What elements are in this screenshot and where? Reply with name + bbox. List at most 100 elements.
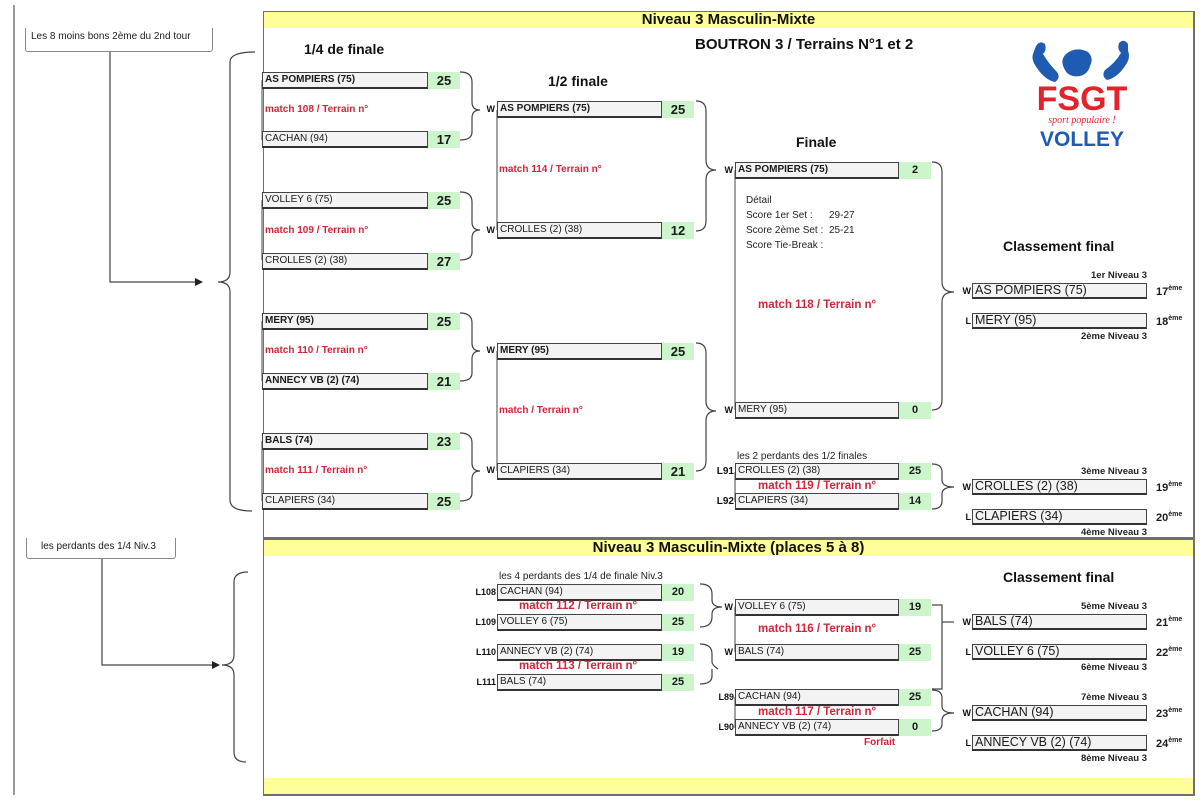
rank3-place: 19ème	[1156, 481, 1182, 494]
prank5-team[interactable]: BALS (74)	[972, 614, 1147, 630]
p5-match-label: match 116 / Terrain n°	[758, 623, 877, 635]
qf4-team1[interactable]: BALS (74)	[262, 433, 428, 450]
p5-team1[interactable]: VOLLEY 6 (75)	[735, 599, 899, 616]
final-team2[interactable]: MERY (95)	[735, 402, 899, 419]
rank2-mark: L	[965, 316, 972, 326]
sf1-mark2: W	[486, 225, 496, 235]
p7-team1[interactable]: CACHAN (94)	[735, 689, 899, 706]
placement-title: Niveau 3 Masculin-Mixte (places 5 à 8)	[264, 540, 1193, 556]
p1-match-label: match 112 / Terrain n°	[519, 600, 638, 612]
rank3-place-suffix: ème	[1168, 481, 1183, 488]
third-score2: 14	[899, 493, 931, 510]
final-match-label: match 118 / Terrain n°	[758, 299, 877, 311]
sf1-score1: 25	[662, 101, 694, 118]
rank2-place-number: 18	[1156, 316, 1169, 328]
rank1-team[interactable]: AS POMPIERS (75)	[972, 283, 1147, 299]
prank8-place-suffix: ème	[1168, 737, 1183, 744]
sf1-team1[interactable]: AS POMPIERS (75)	[497, 101, 662, 118]
main-bracket-panel: Niveau 3 Masculin-Mixte	[263, 11, 1195, 539]
qf1-team2[interactable]: CACHAN (94)	[262, 131, 428, 148]
third-score1: 25	[899, 463, 931, 480]
rank4-team[interactable]: CLAPIERS (34)	[972, 509, 1147, 525]
arrow-head-bottom	[212, 661, 220, 669]
third-team2[interactable]: CLAPIERS (34)	[735, 493, 899, 510]
final-tiebreak-label: Score Tie-Break :	[746, 240, 824, 251]
sf2-mark1: W	[486, 345, 496, 355]
heading-semifinal: 1/2 finale	[548, 73, 608, 89]
qf2-team1[interactable]: VOLLEY 6 (75)	[262, 192, 428, 209]
p7-mark1: L89	[718, 692, 734, 702]
placement-footer-bar	[264, 778, 1193, 794]
p2-score1: 19	[662, 644, 694, 661]
p1-team1[interactable]: CACHAN (94)	[497, 584, 662, 601]
main-title: Niveau 3 Masculin-Mixte	[264, 12, 1193, 28]
logo-figure-icon: FSGT sport populaire ! VOLLEY	[1032, 40, 1129, 151]
p7-forfait-note: Forfait	[864, 737, 896, 748]
p7-match-label: match 117 / Terrain n°	[758, 706, 877, 718]
third-team1[interactable]: CROLLES (2) (38)	[735, 463, 899, 480]
qf4-team2[interactable]: CLAPIERS (34)	[262, 493, 428, 510]
qf3-team2[interactable]: ANNECY VB (2) (74)	[262, 373, 428, 390]
prank6-place-suffix: ème	[1168, 646, 1183, 653]
prank6-place-number: 22	[1156, 647, 1169, 659]
p5-mark2: W	[724, 647, 734, 657]
rank2-place: 18ème	[1156, 315, 1182, 328]
p1-team2[interactable]: VOLLEY 6 (75)	[497, 614, 662, 631]
rank4-mark: L	[965, 512, 972, 522]
rank1-place-number: 17	[1156, 286, 1169, 298]
rank1-place-suffix: ème	[1168, 285, 1183, 292]
venue-heading: BOUTRON 3 / Terrains N°1 et 2	[695, 36, 914, 53]
p7-team2[interactable]: ANNECY VB (2) (74)	[735, 719, 899, 736]
heading-quarterfinal: 1/4 de finale	[304, 41, 385, 57]
p2-match-label: match 113 / Terrain n°	[519, 660, 638, 672]
logo-fsgt-text: FSGT	[1037, 80, 1128, 118]
rank3-team[interactable]: CROLLES (2) (38)	[972, 479, 1147, 495]
qf1-team1[interactable]: AS POMPIERS (75)	[262, 72, 428, 89]
qf2-team2[interactable]: CROLLES (2) (38)	[262, 253, 428, 270]
qf3-team1[interactable]: MERY (95)	[262, 313, 428, 330]
sf2-score2: 21	[662, 463, 694, 480]
prank5-place: 21ème	[1156, 616, 1182, 629]
p5-score2: 25	[899, 644, 931, 661]
p5-mark1: W	[724, 602, 734, 612]
qf4-score1: 23	[428, 433, 460, 450]
rank1-label: 1er Niveau 3	[1091, 270, 1147, 281]
prank6-mark: L	[965, 647, 972, 657]
prank7-mark: W	[962, 708, 972, 718]
qf3-score2: 21	[428, 373, 460, 390]
prank5-place-number: 21	[1156, 617, 1169, 629]
sf2-score1: 25	[662, 343, 694, 360]
heading-placement-ranking: Classement final	[1003, 569, 1115, 585]
prank5-place-suffix: ème	[1168, 616, 1183, 623]
qf1-score2: 17	[428, 131, 460, 148]
prank7-team[interactable]: CACHAN (94)	[972, 705, 1147, 721]
third-mark2: L92	[716, 496, 734, 507]
rank4-label: 4ème Niveau 3	[1080, 527, 1147, 538]
placement-bracket-panel: Niveau 3 Masculin-Mixte (places 5 à 8)	[263, 539, 1195, 796]
sf2-team1[interactable]: MERY (95)	[497, 343, 662, 360]
rank2-team[interactable]: MERY (95)	[972, 313, 1147, 329]
p5-team2[interactable]: BALS (74)	[735, 644, 899, 661]
final-mark1: W	[724, 165, 734, 175]
final-mark2: W	[724, 405, 734, 415]
prank6-place: 22ème	[1156, 646, 1182, 659]
p2-mark2: L111	[476, 677, 496, 687]
sf2-team2[interactable]: CLAPIERS (34)	[497, 463, 662, 480]
p1-mark1: L108	[475, 587, 496, 597]
qf1-match-label: match 108 / Terrain n°	[265, 104, 369, 115]
qf1-score1: 25	[428, 72, 460, 89]
final-detail-title: Détail	[746, 195, 772, 206]
final-set1-label: Score 1er Set :	[746, 210, 813, 221]
p7-score1: 25	[899, 689, 931, 706]
prank6-team[interactable]: VOLLEY 6 (75)	[972, 644, 1147, 660]
final-team1[interactable]: AS POMPIERS (75)	[735, 162, 899, 179]
prank8-team[interactable]: ANNECY VB (2) (74)	[972, 735, 1147, 751]
prank7-label: 7ème Niveau 3	[1080, 692, 1147, 703]
prank8-place-number: 24	[1156, 738, 1169, 750]
p2-team1[interactable]: ANNECY VB (2) (74)	[497, 644, 662, 661]
sf1-team2[interactable]: CROLLES (2) (38)	[497, 222, 662, 239]
prank7-place-suffix: ème	[1168, 707, 1183, 714]
rank4-place-suffix: ème	[1168, 511, 1183, 518]
p2-team2[interactable]: BALS (74)	[497, 674, 662, 691]
rank3-mark: W	[962, 482, 972, 492]
